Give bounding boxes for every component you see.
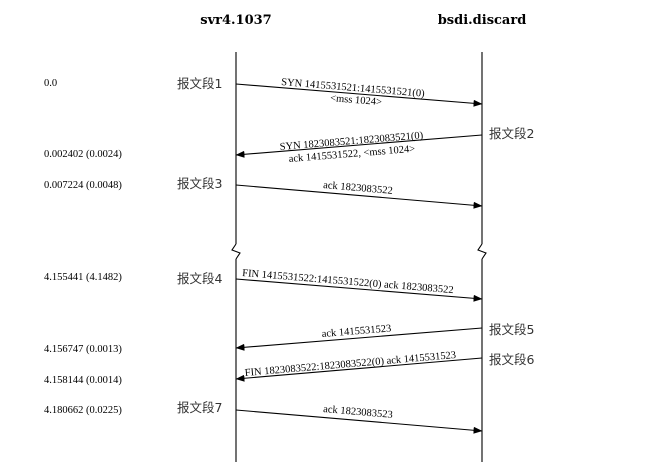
segment-label: 报文段5 [489, 322, 534, 337]
segment-3: 报文段3 ack 1823083522 [177, 176, 483, 209]
segment-arrow [235, 327, 483, 351]
segment-1: 报文段1 SYN 1415531521:1415531521(0) <mss 1… [177, 76, 483, 108]
timestamp: 4.180662 (0.0225) [44, 405, 122, 416]
segment-4: 报文段4 FIN 1415531522:1415531522(0) ack 18… [177, 268, 483, 302]
segment-label: 报文段7 [177, 400, 222, 415]
segment-text: FIN 1823083522:1823083522(0) ack 1415531… [244, 350, 456, 379]
right-host-name: bsdi.discard [438, 13, 527, 28]
timestamp: 4.156747 (0.0013) [44, 344, 122, 355]
timestamp: 4.158144 (0.0014) [44, 375, 122, 386]
segment-5: 报文段5 ack 1415531523 [235, 322, 534, 351]
segment-arrow [235, 409, 483, 434]
segment-arrow [235, 83, 483, 107]
timestamp: 0.0 [44, 78, 57, 89]
segment-arrow [235, 134, 483, 158]
segment-label: 报文段3 [177, 176, 222, 191]
segment-2: 报文段2 SYN 1823083521:1823083521(0) ack 14… [235, 126, 534, 165]
segment-label: 报文段6 [489, 352, 535, 367]
timestamp: 0.002402 (0.0024) [44, 149, 122, 160]
segment-arrow [235, 278, 483, 302]
segment-text: <mss 1024> [330, 93, 383, 108]
segment-6: 报文段6 FIN 1823083522:1823083522(0) ack 14… [235, 350, 535, 382]
segment-7: 报文段7 ack 1823083523 [177, 400, 483, 434]
segment-text: ack 1823083522 [323, 180, 393, 197]
segment-arrow [235, 357, 483, 382]
segment-arrow [235, 184, 483, 209]
segment-label: 报文段2 [489, 126, 534, 141]
timestamp: 4.155441 (4.1482) [44, 272, 122, 283]
segment-text: ack 1415531523 [321, 323, 391, 340]
segment-label: 报文段4 [177, 271, 223, 286]
left-host-name: svr4.1037 [200, 13, 271, 28]
segment-label: 报文段1 [177, 76, 222, 91]
left-timeline [231, 52, 241, 462]
right-timeline [477, 52, 487, 462]
timestamp: 0.007224 (0.0048) [44, 180, 122, 191]
